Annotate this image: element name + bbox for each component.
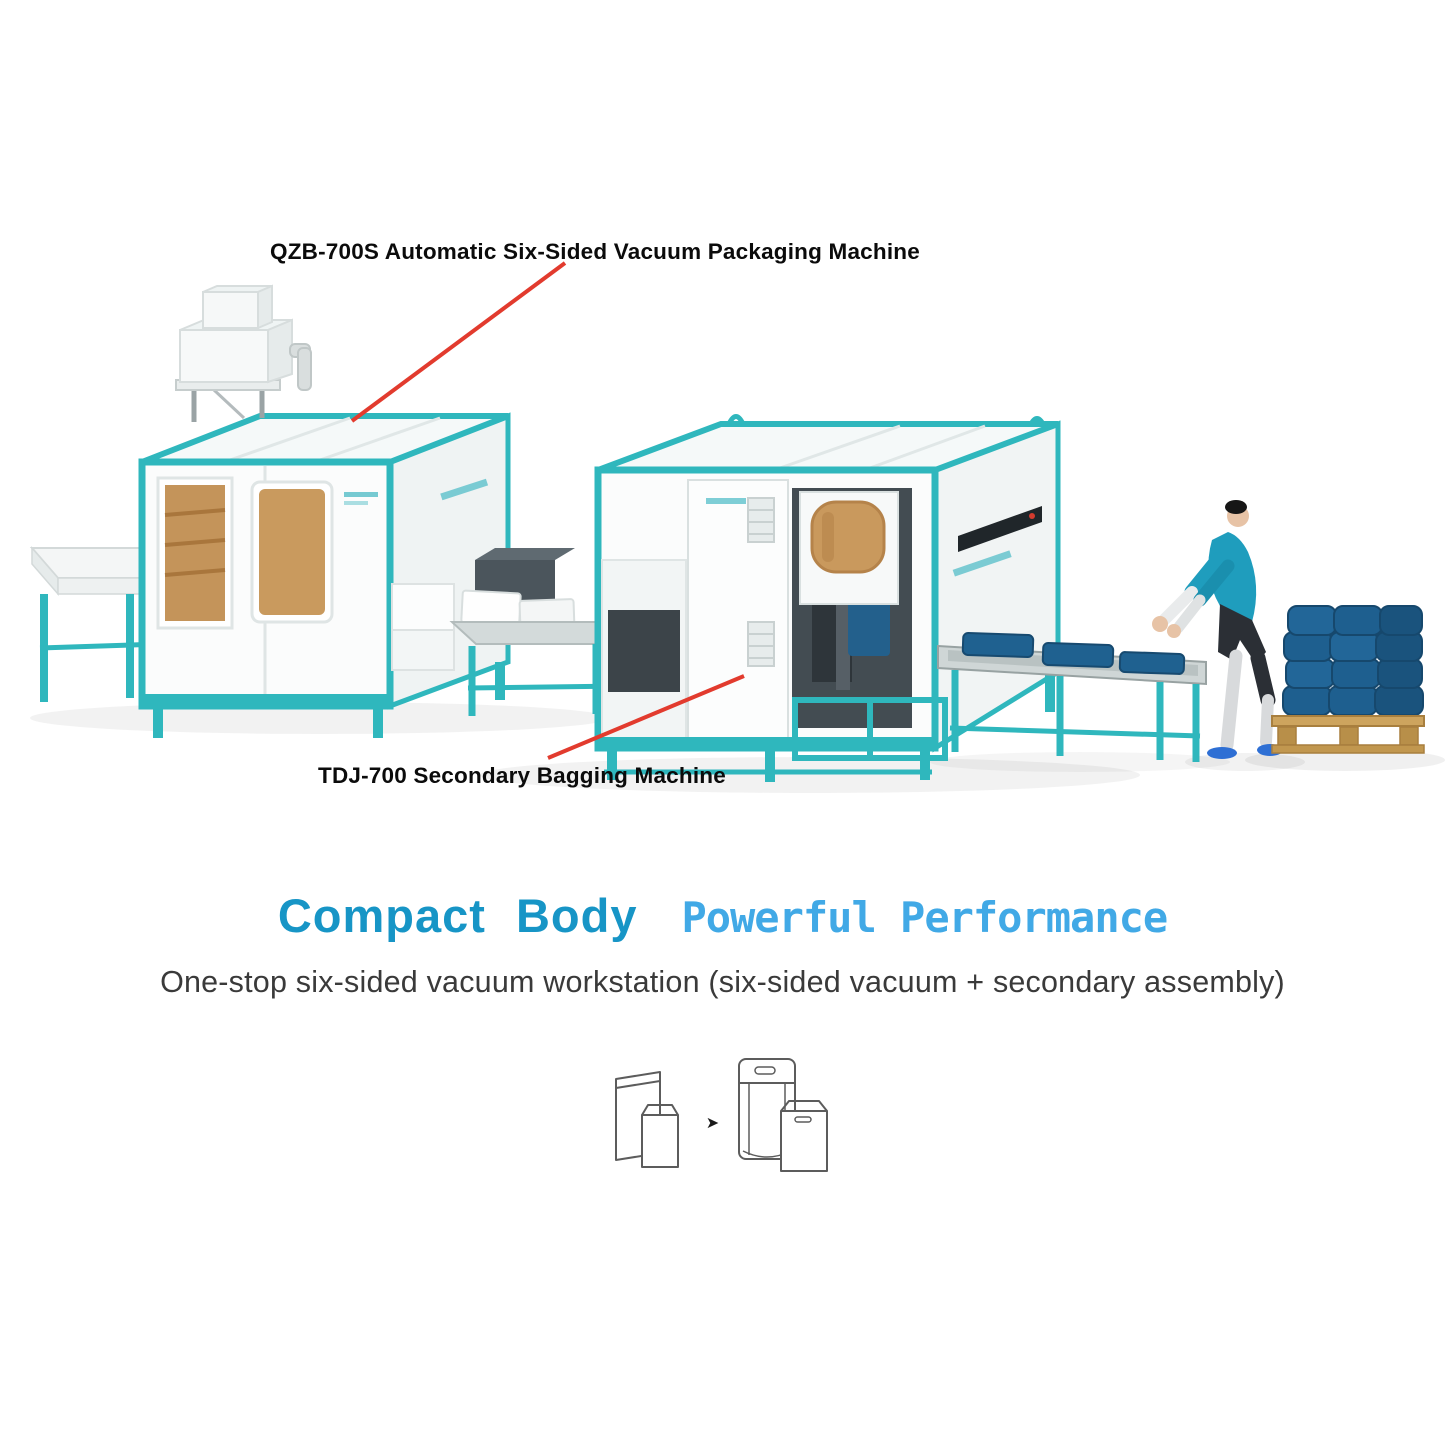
qzb-700s-machine (138, 412, 511, 738)
arrow-icon: ➤ (705, 1115, 720, 1132)
headline-powerful-performance: Powerful Performance (681, 893, 1168, 942)
bag-pallet (1271, 605, 1425, 754)
floor-shadows (30, 702, 1445, 793)
hopper (175, 284, 312, 422)
worker-figure (1152, 500, 1283, 759)
headline: Compact Body Powerful Performance (0, 888, 1445, 943)
tdj-machine-label: TDJ-700 Secondary Bagging Machine (318, 763, 726, 788)
subtitle-text: One-stop six-sided vacuum workstation (s… (160, 965, 1285, 999)
headline-compact-body: Compact Body (277, 889, 638, 942)
annotation-line-qzb (350, 261, 567, 423)
annotation-lines (350, 261, 745, 760)
flat-vacuum-bag-icon (614, 1071, 679, 1168)
bag-transformation-graphic: ➤ (0, 1048, 1445, 1180)
qzb-machine-label: QZB-700S Automatic Six-Sided Vacuum Pack… (270, 239, 920, 264)
outfeed-conveyor (937, 631, 1207, 762)
secondary-bag-icon (738, 1058, 829, 1172)
annotation-line-tdj (547, 674, 745, 760)
